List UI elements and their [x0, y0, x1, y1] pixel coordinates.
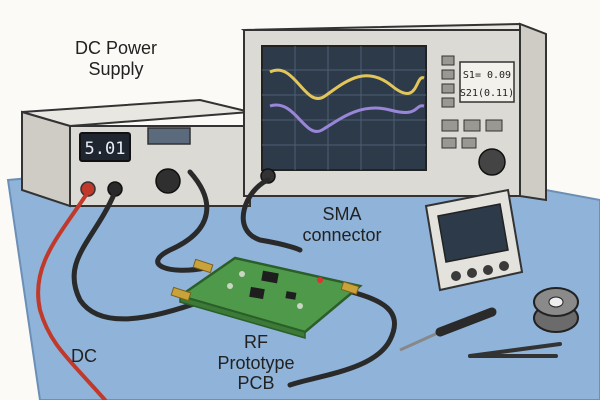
black-dc-cable [71, 189, 208, 322]
coax-cable-output [287, 289, 397, 388]
sma-connector-icon [170, 286, 192, 302]
network-analyzer-icon: S1= 0.09 S21(0.11) [240, 22, 547, 202]
readout-panel [459, 61, 515, 103]
rf-pcb-icon [170, 256, 363, 339]
coax-cable-left [155, 169, 210, 273]
tweezers-icon [468, 342, 562, 358]
coax-cable-right [240, 177, 303, 253]
knob-icon [155, 168, 181, 194]
sma-connector-icon [340, 281, 360, 295]
red-dc-cable [36, 190, 107, 400]
handheld-meter-icon [424, 188, 524, 292]
power-supply-label: DC Power Supply [74, 38, 158, 79]
trace-s21 [269, 103, 425, 134]
solder-spool-icon [533, 287, 579, 333]
trace-s11 [269, 68, 425, 100]
voltage-readout: 5.01 [85, 139, 126, 159]
sma-connector-label: SMA connector [302, 204, 382, 245]
knob-icon [478, 148, 506, 176]
readout-s21: S21(0.11) [460, 88, 514, 99]
sma-connector-icon [192, 258, 214, 274]
soldering-iron-icon [399, 307, 497, 352]
readout-s11: S1= 0.09 [463, 70, 511, 81]
voltage-display [79, 132, 131, 162]
red-terminal [80, 181, 96, 197]
dc-label: DC [71, 346, 97, 366]
pcb-label: RF Prototype PCB [217, 332, 295, 394]
power-supply-icon: 5.01 [21, 98, 251, 208]
